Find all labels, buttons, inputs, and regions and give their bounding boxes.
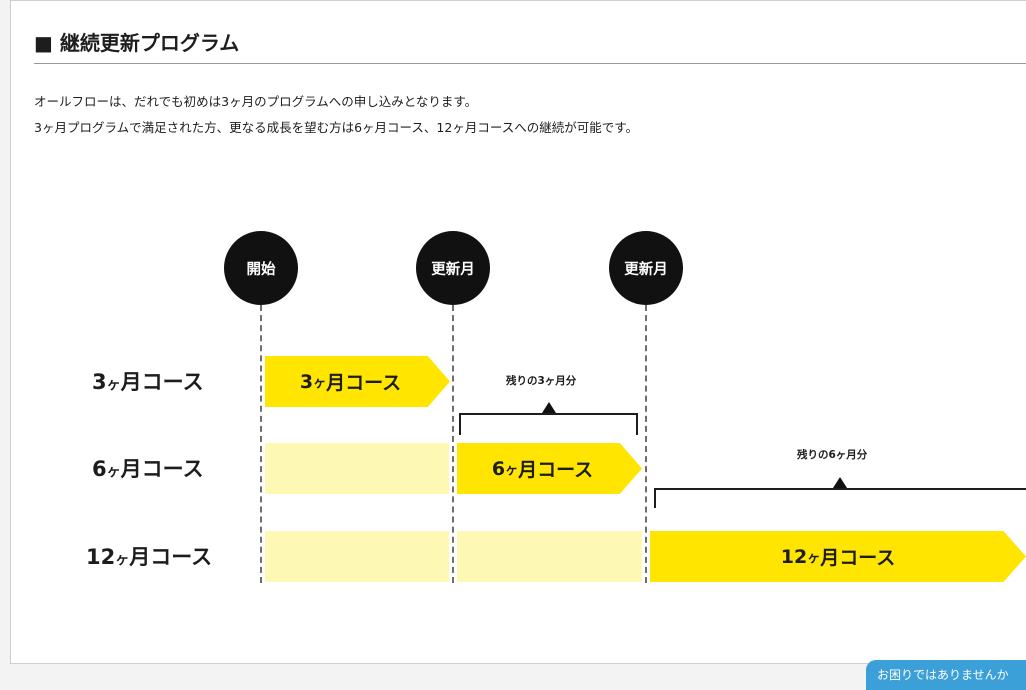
pale-segment-12-month-first	[265, 531, 449, 582]
milestone-renewal-1: 更新月	[416, 231, 490, 305]
remaining-3-months-label: 残りの3ヶ月分	[506, 375, 577, 387]
title-divider	[34, 63, 1026, 64]
bracket-remaining-6-months	[654, 488, 1026, 508]
timeline-guide-start	[260, 305, 262, 583]
pale-segment-6-month-first	[265, 443, 449, 494]
intro-line-1: オールフローは、だれでも初めは3ヶ月のプログラムへの申し込みとなります。	[34, 94, 478, 109]
bracket-pointer-6-months	[833, 477, 847, 488]
intro-text: オールフローは、だれでも初めは3ヶ月のプログラムへの申し込みとなります。 3ヶ月…	[34, 89, 638, 141]
intro-line-2: 3ヶ月プログラムで満足された方、更なる成長を望む方は6ヶ月コース、12ヶ月コース…	[34, 120, 638, 135]
pale-segment-12-month-second	[457, 531, 642, 582]
help-chat-button[interactable]: お困りではありませんか	[866, 660, 1026, 690]
bracket-pointer-3-months	[542, 402, 556, 413]
timeline-guide-renewal-1	[452, 305, 454, 583]
milestone-start: 開始	[224, 231, 298, 305]
remaining-6-months-label: 残りの6ヶ月分	[797, 449, 868, 461]
course-label-6-month: 6ヶ月コース	[92, 457, 204, 481]
bracket-remaining-3-months	[459, 413, 638, 435]
section-title: ■ 継続更新プログラム	[34, 31, 240, 55]
timeline-guide-renewal-2	[645, 305, 647, 583]
course-label-3-month: 3ヶ月コース	[92, 370, 204, 394]
milestone-renewal-2: 更新月	[609, 231, 683, 305]
course-label-12-month: 12ヶ月コース	[86, 545, 213, 569]
